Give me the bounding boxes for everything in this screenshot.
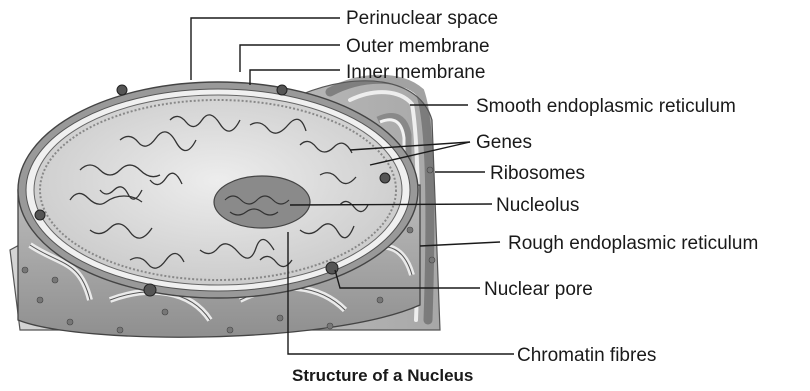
- label-perinuclear-space: Perinuclear space: [346, 8, 498, 29]
- label-chromatin-fibres: Chromatin fibres: [517, 345, 656, 366]
- label-ribosomes: Ribosomes: [490, 163, 585, 184]
- label-rough-er: Rough endoplasmic reticulum: [508, 233, 758, 254]
- label-nuclear-pore: Nuclear pore: [484, 279, 593, 300]
- label-outer-membrane: Outer membrane: [346, 36, 490, 57]
- label-smooth-er: Smooth endoplasmic reticulum: [476, 96, 736, 117]
- diagram-caption: Structure of a Nucleus: [292, 366, 473, 385]
- nucleolus-shape: [214, 176, 310, 228]
- label-genes: Genes: [476, 132, 532, 153]
- label-inner-membrane: Inner membrane: [346, 62, 485, 83]
- label-nucleolus: Nucleolus: [496, 195, 579, 216]
- nucleus-top: [18, 82, 418, 298]
